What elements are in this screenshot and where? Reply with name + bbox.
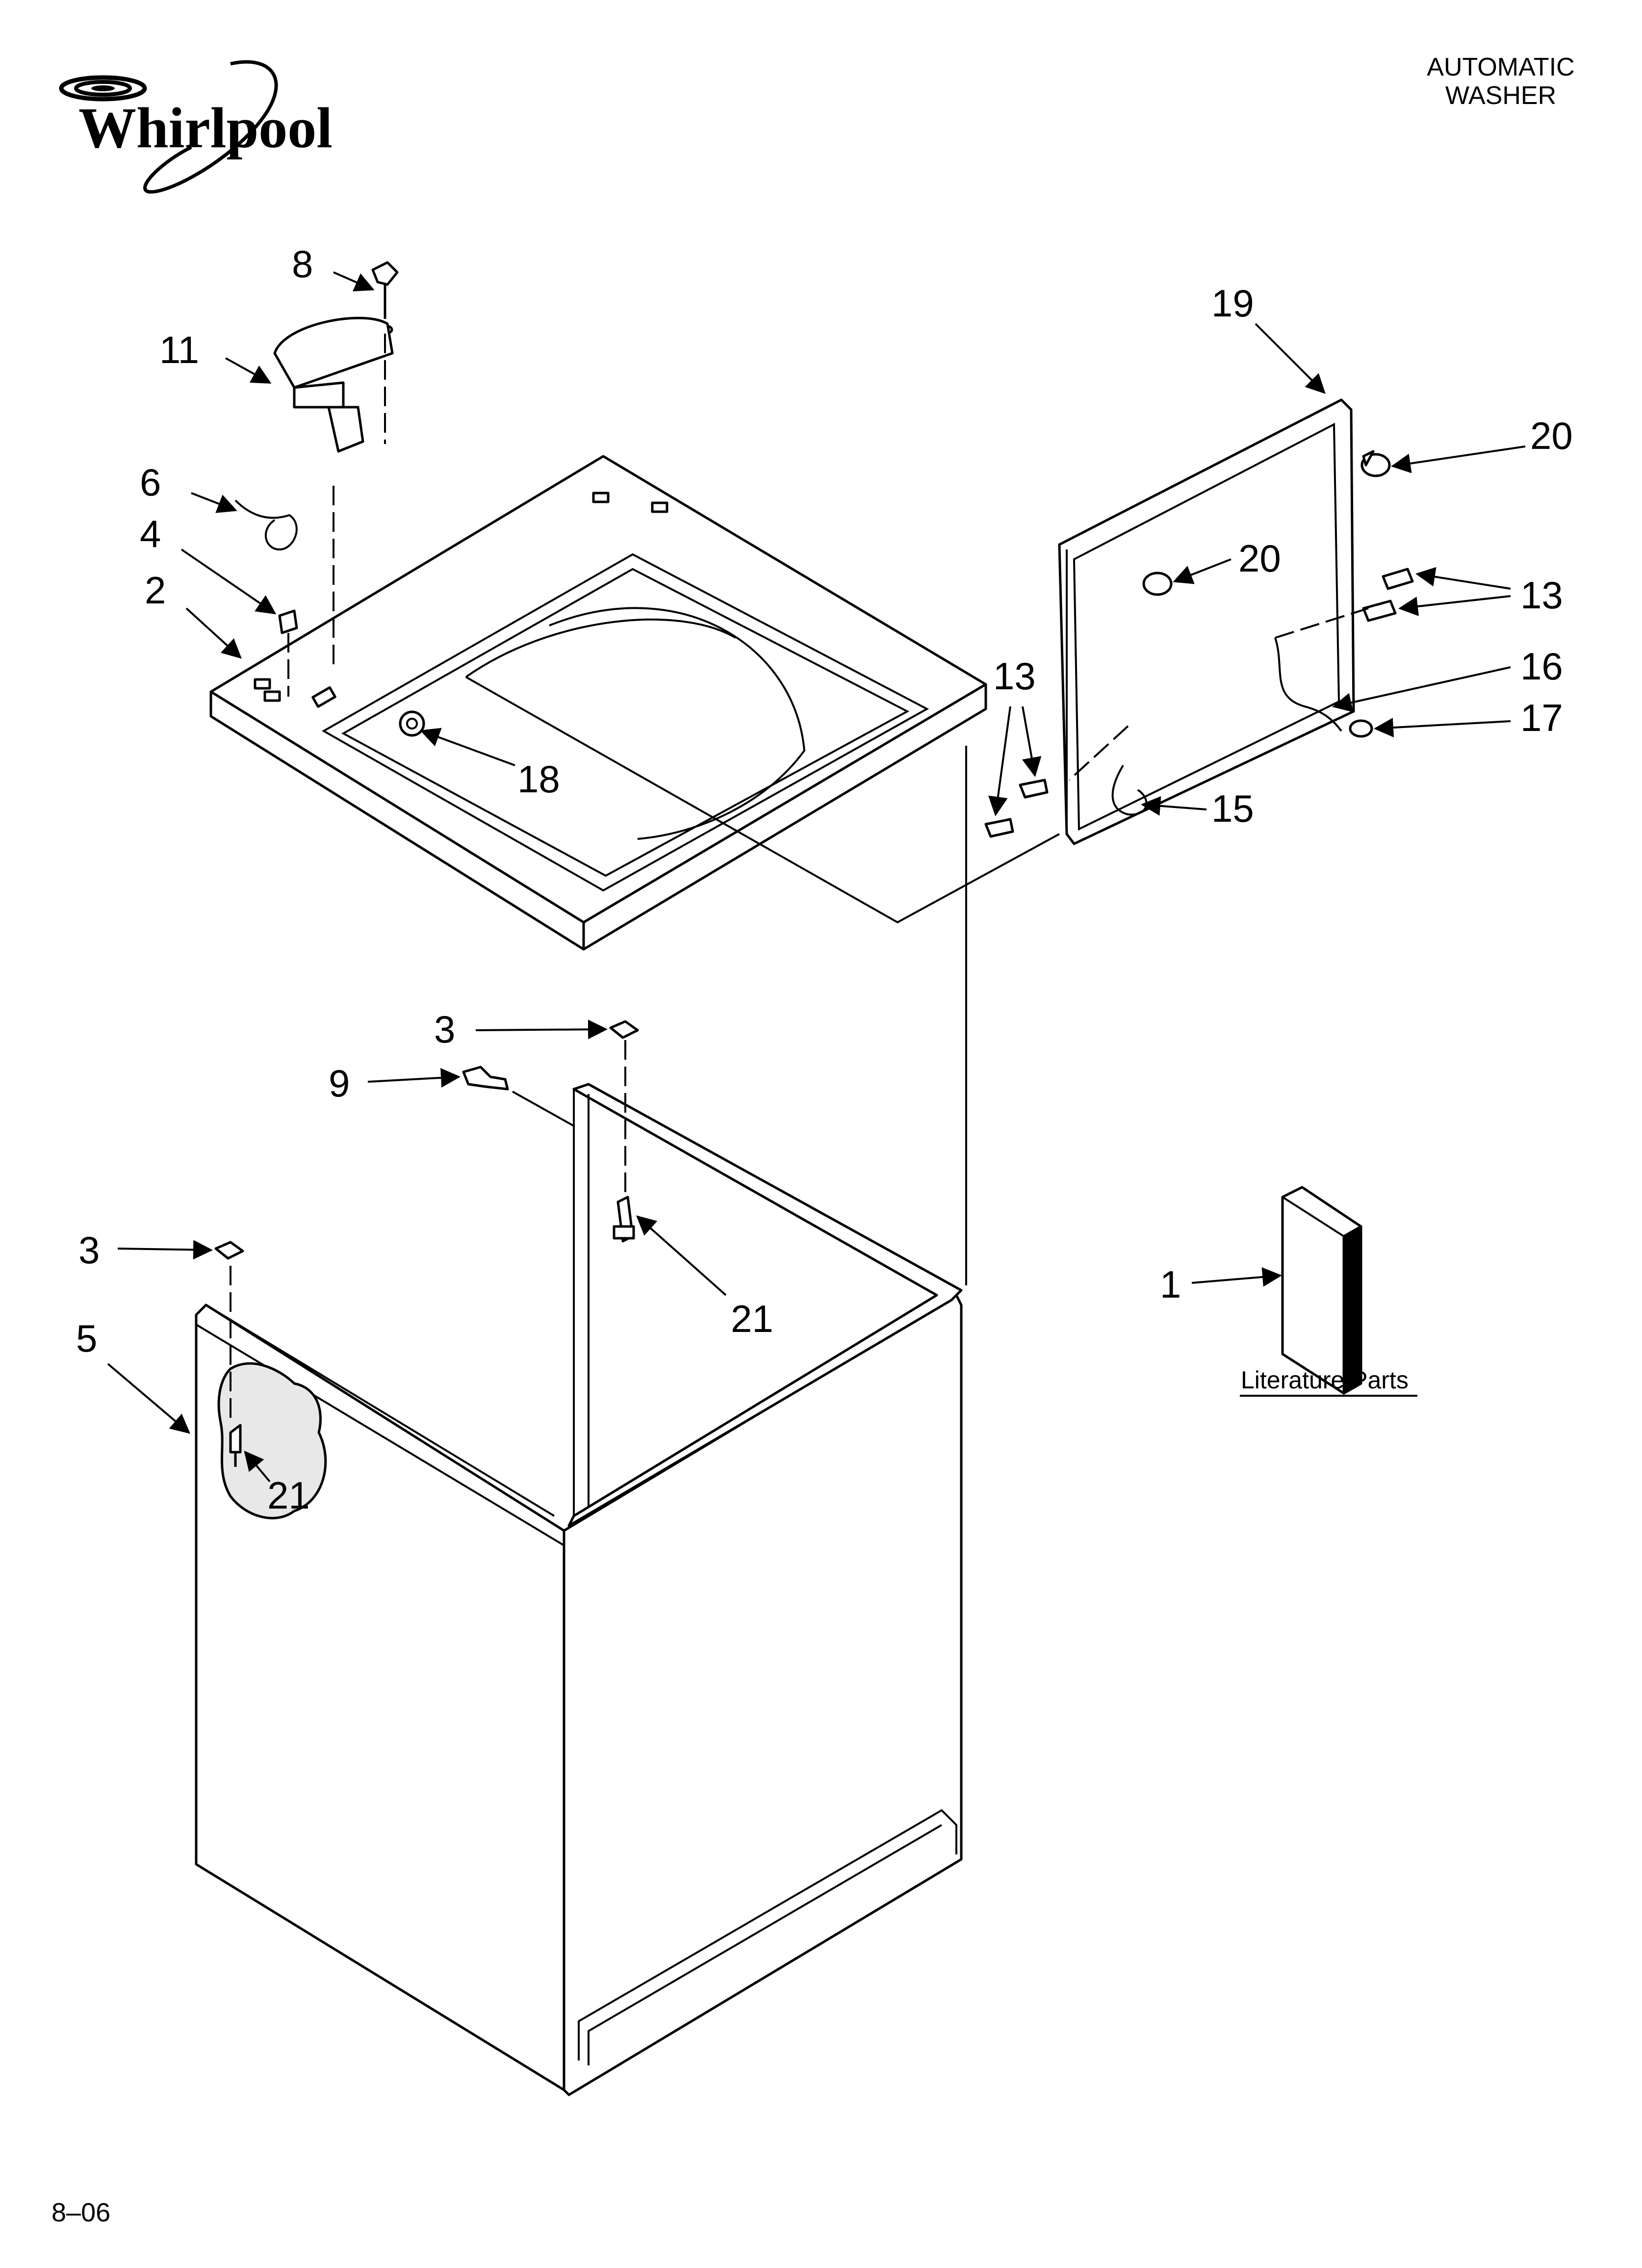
leader-9	[367, 1068, 461, 1088]
leader-3-lower	[117, 1240, 213, 1260]
callout-8: 8	[292, 242, 313, 286]
leader-16	[1332, 666, 1511, 712]
leader-4	[180, 548, 277, 615]
callout-5: 5	[76, 1317, 97, 1360]
whirlpool-logo: Whirlpool	[59, 60, 333, 194]
callout-2: 2	[145, 569, 166, 612]
literature-parts-label: Literature Parts	[1241, 1366, 1409, 1394]
callout-6: 6	[140, 461, 161, 504]
part-4-clip	[278, 609, 298, 634]
part-18-plug	[399, 710, 425, 737]
leader-13-left-a	[1022, 706, 1042, 777]
leader-18	[420, 728, 515, 766]
leader-3-upper	[475, 1019, 608, 1040]
callout-13-left: 13	[993, 654, 1036, 698]
callout-13-right: 13	[1520, 574, 1563, 617]
leader-2	[185, 607, 242, 659]
leader-21-lower	[244, 1450, 271, 1483]
callout-11: 11	[159, 328, 199, 371]
whirlpool-wordmark: Whirlpool	[78, 96, 333, 160]
leader-17	[1374, 718, 1511, 738]
leader-9-to-cabinet	[512, 1091, 574, 1127]
callout-4: 4	[140, 512, 161, 555]
leader-6	[191, 492, 237, 513]
page-code: 8–06	[51, 2198, 110, 2227]
part-13-screws-left	[984, 779, 1049, 838]
part-6-hinge-clip	[234, 499, 298, 551]
title-line-2: WASHER	[1445, 81, 1557, 110]
part-1-literature-booklet	[1281, 1186, 1362, 1395]
part-3-clip-upper	[609, 1020, 639, 1039]
callout-21-upper: 21	[731, 1297, 773, 1340]
part-20-plug-lower	[1142, 572, 1173, 596]
callout-3-upper: 3	[434, 1008, 455, 1051]
part-3-clip-lower	[214, 1241, 244, 1260]
callout-1: 1	[1160, 1263, 1181, 1306]
part-16-hose	[1274, 607, 1369, 732]
part-21-screw-upper	[613, 1196, 635, 1243]
callout-18: 18	[517, 757, 560, 801]
part-17-clamp	[1349, 719, 1373, 738]
whirlpool-swirl-logo-icon	[59, 60, 278, 194]
leader-11	[225, 357, 272, 384]
title-line-1: AUTOMATIC	[1427, 53, 1575, 81]
part-11-lid-switch	[273, 316, 394, 453]
leader-20-lower	[1173, 558, 1232, 584]
callout-15: 15	[1211, 787, 1254, 830]
part-19-rear-panel	[1058, 398, 1355, 845]
part-9-screw	[462, 1066, 509, 1091]
leader-5	[107, 1363, 191, 1434]
leader-15	[1141, 796, 1207, 816]
leader-19	[1255, 323, 1326, 394]
callout-21-lower: 21	[267, 1474, 310, 1517]
leader-13-right-b	[1398, 595, 1511, 616]
callout-17: 17	[1520, 696, 1563, 739]
callout-19: 19	[1211, 282, 1254, 325]
leader-8	[333, 271, 375, 291]
callout-20-upper: 20	[1530, 414, 1573, 457]
leader-1	[1191, 1267, 1282, 1287]
top-panel	[209, 455, 987, 951]
panel-connector-line	[465, 676, 1060, 924]
part-20-plug-upper	[1360, 450, 1391, 477]
callout-9: 9	[329, 1062, 350, 1105]
part-13-screws-right	[1362, 568, 1414, 622]
part-5-cabinet	[195, 1083, 963, 2096]
callout-3-lower: 3	[78, 1228, 100, 1272]
leader-20-upper	[1391, 445, 1526, 473]
callout-20-lower: 20	[1238, 537, 1281, 580]
leader-13-right-a	[1415, 567, 1511, 590]
page-title: AUTOMATIC WASHER	[1403, 53, 1599, 110]
callout-16: 16	[1520, 645, 1563, 688]
leader-13-left-b	[988, 706, 1011, 816]
leader-21-upper	[636, 1215, 727, 1296]
